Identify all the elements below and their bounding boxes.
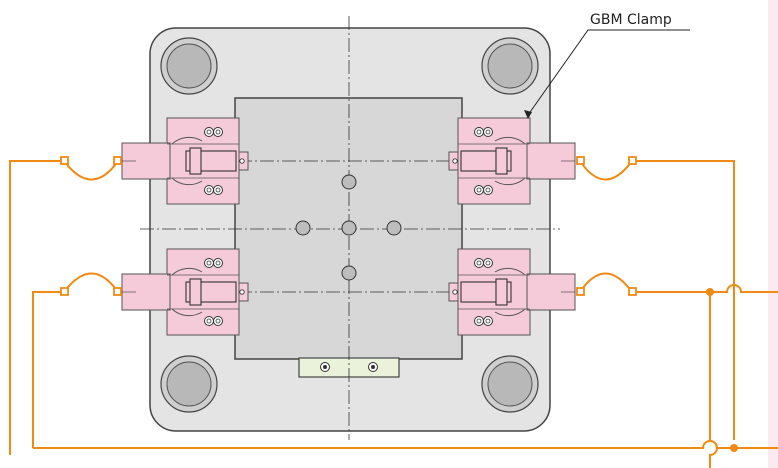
- connector-icon: [113, 287, 122, 296]
- locating-pins: [295, 174, 402, 281]
- clamp-symbol: [448, 248, 576, 336]
- clamp-top-left: [121, 117, 249, 205]
- clamp-symbol: [448, 117, 576, 205]
- connector-icon: [628, 287, 637, 296]
- locating-pin-icon: [341, 265, 357, 281]
- bolt-circle-inner: [487, 361, 533, 407]
- right-upper-hose-icon: [579, 160, 633, 181]
- block-screw-center: [323, 365, 327, 369]
- locating-pin-icon: [386, 220, 402, 236]
- connector-icon: [576, 287, 585, 296]
- connector-icon: [113, 156, 122, 165]
- callout-leader-line: [527, 29, 690, 116]
- right-lower-line: [632, 284, 778, 293]
- hydraulic-lines: [9, 160, 778, 468]
- clamp-top-right: [448, 117, 576, 205]
- right-lower-hose-icon: [579, 272, 633, 293]
- callout-arrowhead-icon: [524, 110, 532, 119]
- clamp-symbol: [121, 117, 249, 205]
- right-edge-strip: [768, 0, 778, 468]
- hose-connectors: [60, 156, 637, 296]
- bottom-supply-line: [33, 440, 778, 449]
- left-outer-line: [9, 160, 64, 455]
- left-lower-hose-icon: [63, 272, 119, 293]
- bottom-locator-block: [298, 357, 400, 378]
- corner-bolts: [160, 37, 539, 413]
- bolt-circle-inner: [166, 43, 212, 89]
- callout-label: GBM Clamp: [590, 12, 672, 28]
- clamp-bottom-right: [448, 248, 576, 336]
- clamp-bottom-left: [121, 248, 249, 336]
- locating-pin-icon: [341, 174, 357, 190]
- connector-icon: [60, 156, 69, 165]
- bolt-circle-inner: [166, 361, 212, 407]
- gbm-clamp-callout: GBM Clamp: [524, 12, 690, 119]
- connector-icon: [628, 156, 637, 165]
- clamp-symbol: [121, 248, 249, 336]
- right-upper-line: [632, 160, 735, 440]
- connector-icon: [576, 156, 585, 165]
- bolt-circle-inner: [487, 43, 533, 89]
- connector-icon: [60, 287, 69, 296]
- locating-pin-icon: [341, 220, 357, 236]
- left-upper-hose-icon: [63, 160, 119, 181]
- locating-pin-icon: [295, 220, 311, 236]
- junction-dot-icon: [730, 444, 738, 452]
- block-screw-center: [371, 365, 375, 369]
- junction-dot-icon: [706, 288, 714, 296]
- left-inner-line: [32, 291, 64, 448]
